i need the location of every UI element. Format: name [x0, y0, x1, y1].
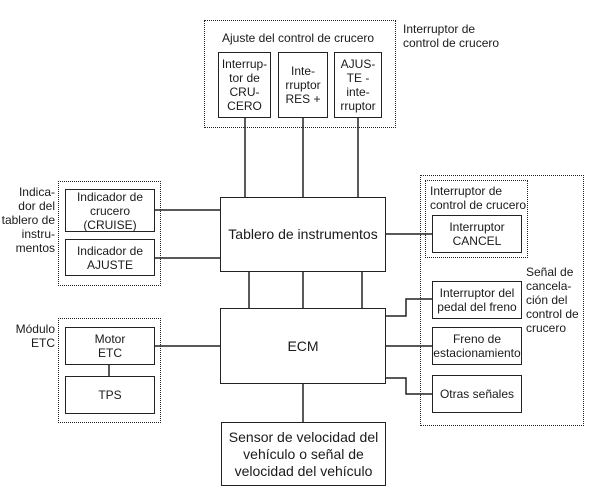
dash-indicator-group: [58, 181, 161, 286]
instrument-panel: Tablero de instrumentos: [220, 197, 386, 272]
parking-brake: Freno de estacionamiento: [432, 327, 522, 365]
ecm: ECM: [220, 308, 386, 384]
set-switch: AJUS- TE - inte- rruptor: [334, 52, 382, 118]
res-switch: Inte- rruptor RES +: [278, 52, 328, 118]
line-ecm-to-brake-pedal: [385, 298, 432, 317]
cancel-switch-subgroup-label: Interruptor de control de crucero: [430, 184, 527, 212]
cruise-switch-group: [204, 20, 396, 128]
cruise-main-switch: Interrup- tor de CRU- CERO: [218, 52, 271, 118]
etc-module-group-label: Módulo ETC: [15, 322, 55, 350]
cruise-switch-group-label: Interruptor de control de crucero: [403, 22, 500, 50]
set-indicator: Indicador de AJUSTE: [65, 239, 155, 276]
dash-indicator-group-label: Indica- dor del tablero de instru- mento…: [1, 185, 55, 255]
other-signals: Otras señales: [432, 375, 522, 413]
cancel-switch: Interruptor CANCEL: [432, 215, 522, 253]
brake-pedal-switch: Interruptor del pedal del freno: [432, 281, 522, 319]
speed-sensor: Sensor de velocidad del vehículo o señal…: [221, 422, 386, 486]
etc-motor: Motor ETC: [65, 327, 155, 365]
etc-module-group: [58, 318, 161, 423]
tps: TPS: [65, 376, 155, 414]
cruise-adjust-title: Ajuste del control de crucero: [222, 31, 375, 45]
cruise-indicator: Indicador de crucero (CRUISE): [65, 189, 155, 232]
cancel-signal-group-label: Señal de cancela- ción del control de cr…: [526, 265, 579, 335]
cancel-switch-subgroup: [425, 180, 528, 258]
cancel-signal-group: [420, 175, 584, 426]
line-ecm-to-other: [385, 377, 432, 395]
